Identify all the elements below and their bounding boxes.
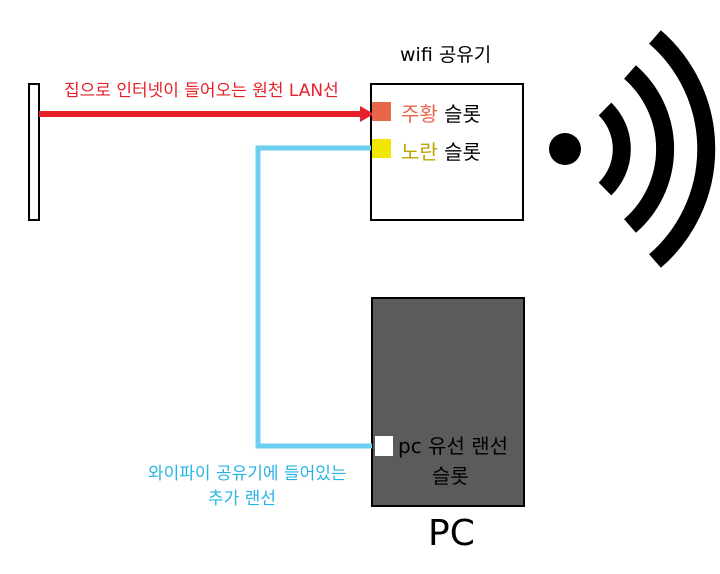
orange-slot-suffix: 슬롯 — [437, 102, 481, 126]
orange-slot-word: 주황 — [401, 102, 438, 126]
pc-box — [371, 297, 525, 507]
pc-slot-label-line2: 슬롯 — [432, 464, 469, 488]
extra-cable-label-line2: 추가 랜선 — [208, 489, 276, 509]
incoming-cable-arrowhead — [360, 106, 374, 122]
router-title: wifi 공유기 — [400, 44, 492, 66]
router-box — [370, 83, 524, 221]
pc-lan-port — [375, 436, 393, 456]
pc-slot-label-line1: pc 유선 랜선 — [398, 434, 509, 458]
extra-cable-label-line1: 와이파이 공유기에 들어있는 — [148, 464, 347, 484]
orange-slot — [372, 102, 391, 121]
orange-slot-label: 주황 슬롯 — [401, 98, 481, 127]
extra-lan-cable — [255, 145, 372, 449]
wifi-signal-icon — [549, 30, 716, 268]
pc-title: PC — [428, 513, 475, 554]
yellow-slot-word: 노란 — [401, 140, 438, 164]
wall-outlet-icon — [28, 83, 40, 221]
yellow-slot — [372, 139, 391, 158]
yellow-slot-suffix: 슬롯 — [437, 140, 481, 164]
yellow-slot-label: 노란 슬롯 — [401, 136, 481, 165]
incoming-cable-label: 집으로 인터넷이 들어오는 원천 LAN선 — [64, 81, 339, 101]
